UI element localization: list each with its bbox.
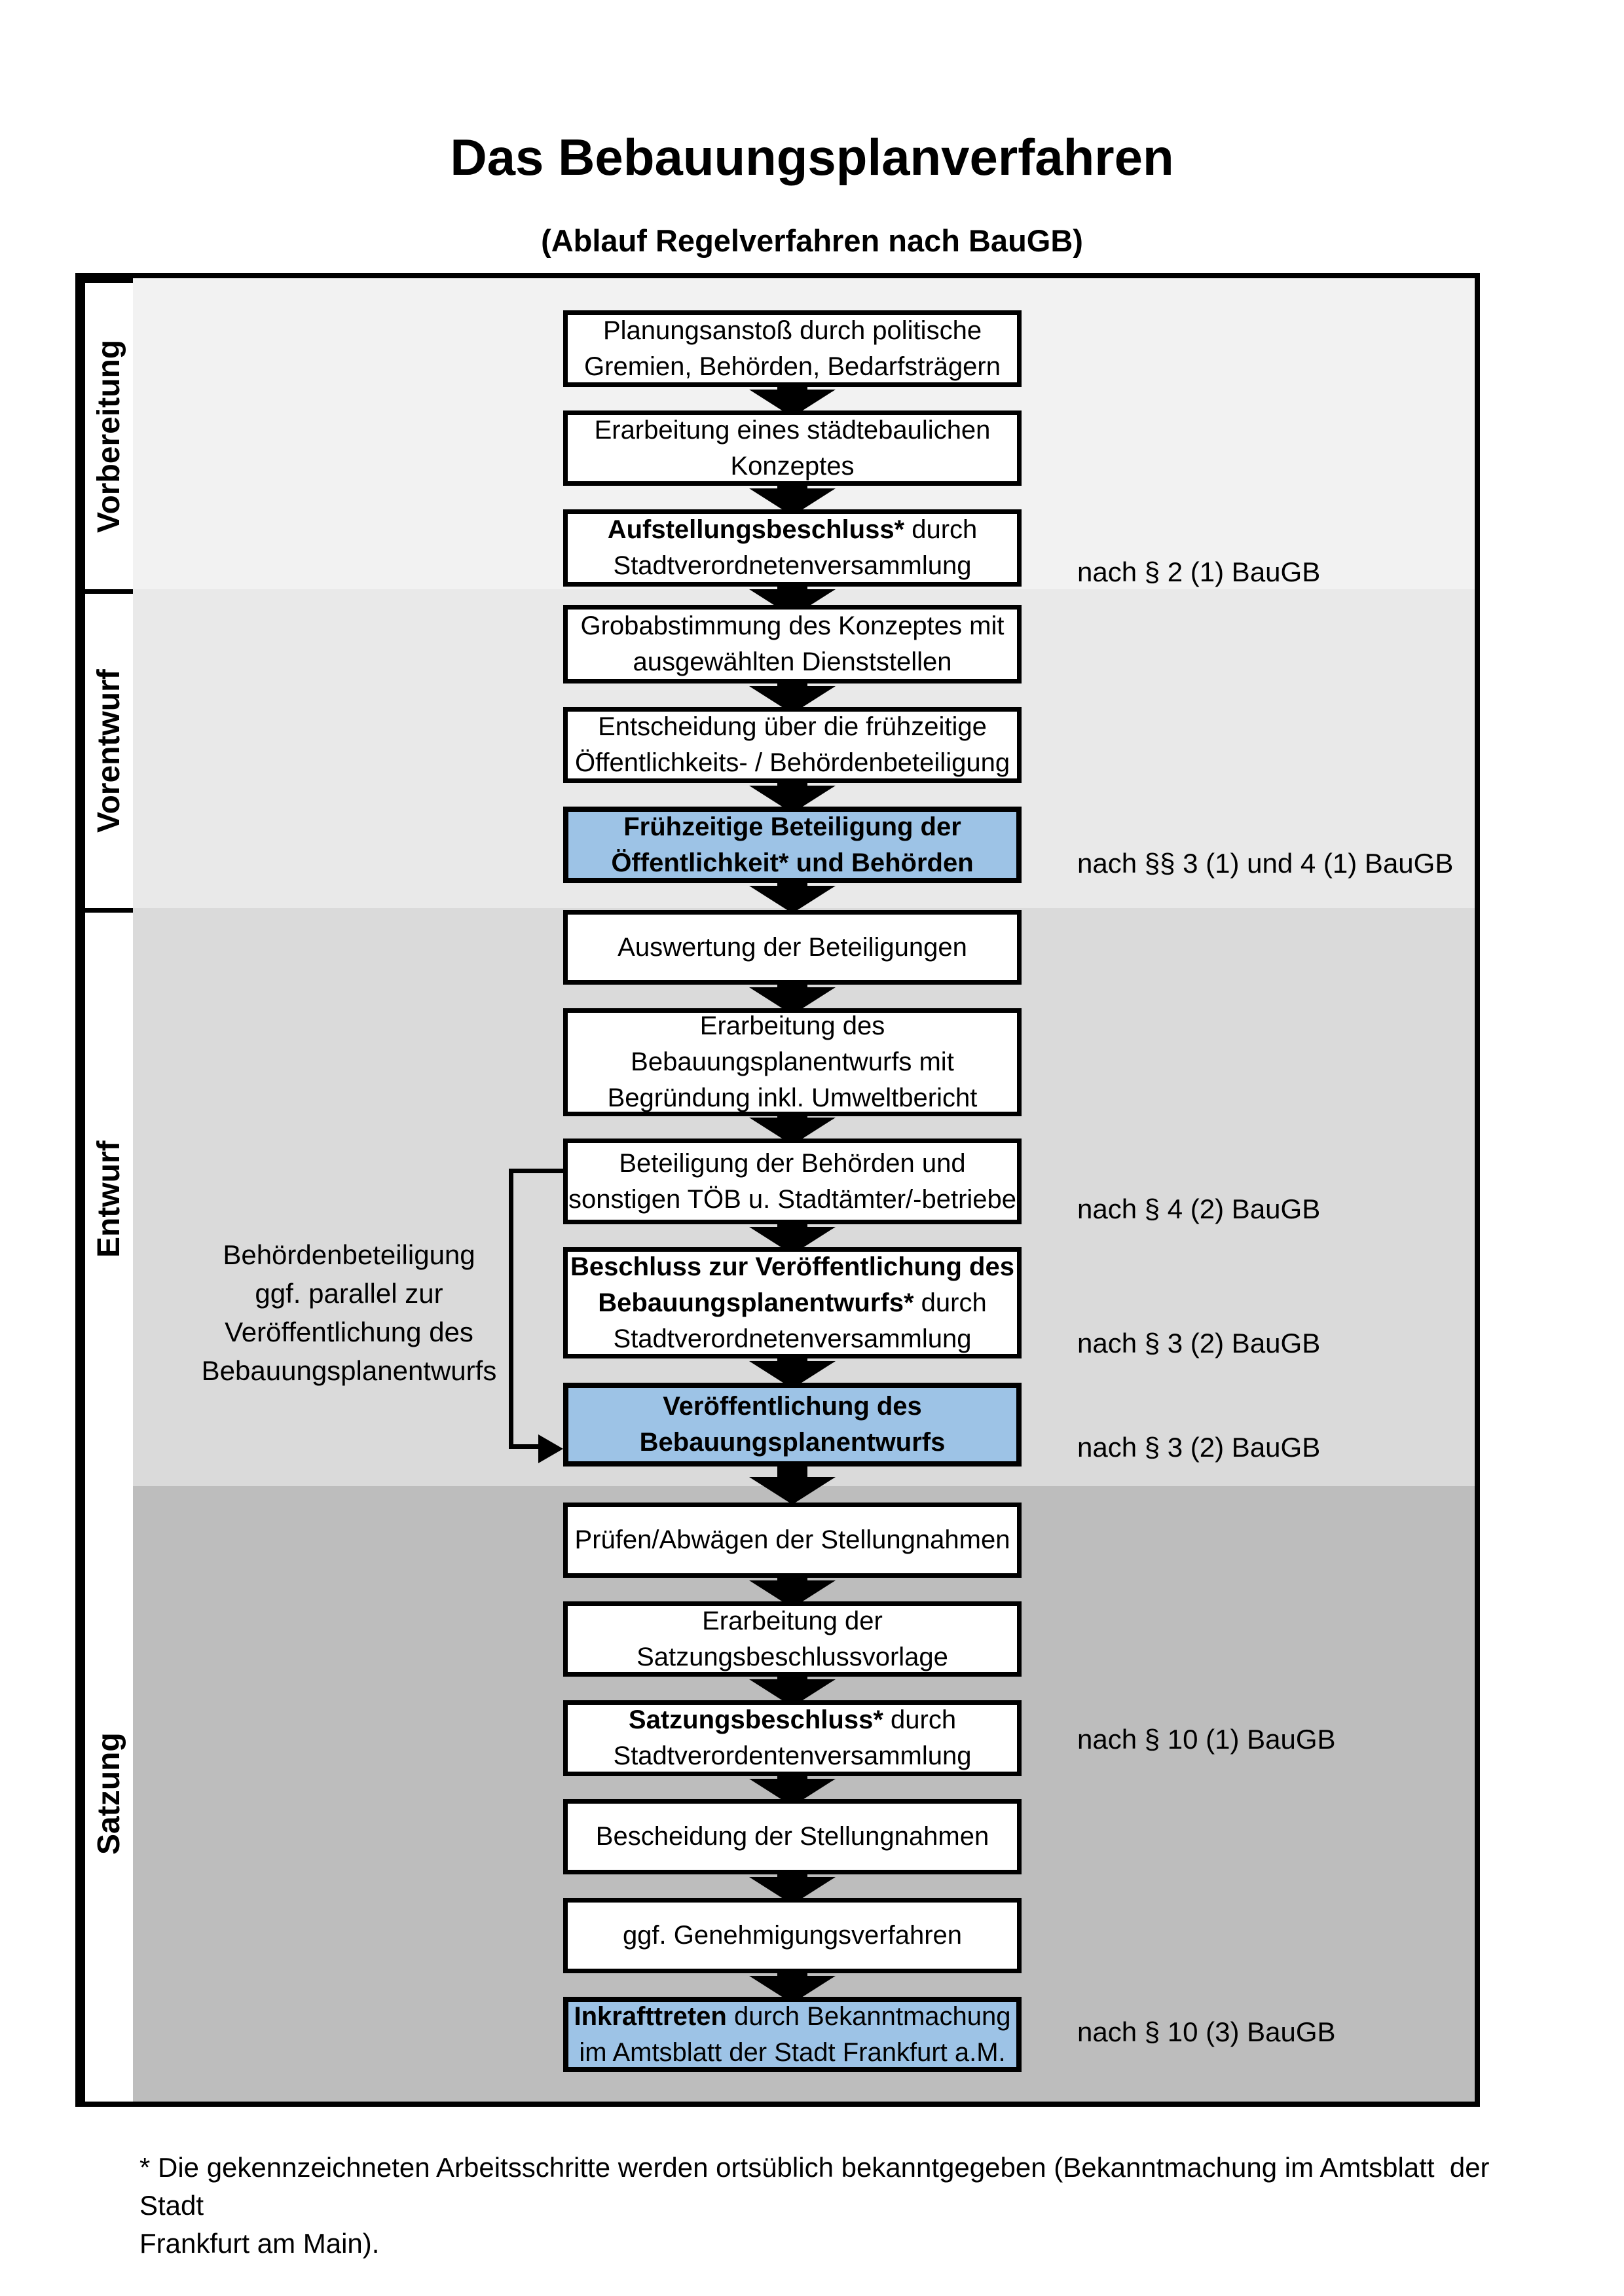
bracket-line-bottom xyxy=(509,1444,542,1449)
legal-ref-paragraph-10-1: nach § 10 (1) BauGB xyxy=(1077,1724,1336,1755)
flow-box-genehmigungsverfahren: ggf. Genehmigungsverfahren xyxy=(563,1898,1022,1973)
phase-label-vorentwurf: Vorentwurf xyxy=(81,589,133,908)
bracket-arrow-right-icon xyxy=(538,1434,563,1463)
page-subtitle: (Ablauf Regelverfahren nach BauGB) xyxy=(541,223,1083,258)
legal-ref-paragraph-3-2-b: nach § 3 (2) BauGB xyxy=(1077,1432,1321,1463)
side-note-behoerdenbeteiligung: Behördenbeteiligung ggf. parallel zur Ve… xyxy=(201,1239,497,1386)
flow-box-inkrafttreten: Inkrafttreten durch Bekanntmachung im Am… xyxy=(563,1997,1022,2072)
legal-ref-paragraph-3-4-1: nach §§ 3 (1) und 4 (1) BauGB xyxy=(1077,848,1454,879)
page-title: Das Bebauungsplanverfahren xyxy=(450,128,1174,186)
flow-box-behoerdenbeteiligung: Beteiligung der Behörden und sonstigen T… xyxy=(563,1139,1022,1224)
footnote: * Die gekennzeichneten Arbeitsschritte w… xyxy=(139,2152,1498,2259)
legal-ref-paragraph-2-1: nach § 2 (1) BauGB xyxy=(1077,556,1321,587)
phase-label-entwurf: Entwurf xyxy=(81,908,133,1486)
flow-box-satzungsbeschlussvorlage: Erarbeitung der Satzungsbeschlussvorlage xyxy=(563,1601,1022,1677)
flow-box-fruehzeitige-beteiligung: Frühzeitige Beteiligung der Öffentlichke… xyxy=(563,807,1022,883)
phase-label-vorbereitung: Vorbereitung xyxy=(81,278,133,589)
flow-box-entscheidung-beteiligung: Entscheidung über die frühzeitige Öffent… xyxy=(563,707,1022,783)
flow-box-aufstellungsbeschluss: Aufstellungsbeschluss* durch Stadtverord… xyxy=(563,509,1022,587)
legal-ref-paragraph-3-2-a: nach § 3 (2) BauGB xyxy=(1077,1328,1321,1358)
legal-ref-paragraph-10-3: nach § 10 (3) BauGB xyxy=(1077,2016,1336,2047)
legal-ref-paragraph-4-2: nach § 4 (2) BauGB xyxy=(1077,1194,1321,1224)
flow-box-bescheidung: Bescheidung der Stellungnahmen xyxy=(563,1799,1022,1874)
flow-box-veroeffentlichung: Veröffentlichung des Bebauungsplanentwur… xyxy=(563,1383,1022,1467)
flow-arrow-down-icon xyxy=(563,877,1022,913)
flow-box-satzungsbeschluss: Satzungsbeschluss* durch Stadtverordente… xyxy=(563,1700,1022,1776)
flow-box-grobabstimmung: Grobabstimmung des Konzeptes mit ausgewä… xyxy=(563,605,1022,683)
flow-box-veroeffentlichungsbeschluss: Beschluss zur Veröffentlichung des Bebau… xyxy=(563,1247,1022,1358)
flow-box-staedtebauliches-konzept: Erarbeitung eines städtebaulichen Konzep… xyxy=(563,410,1022,486)
flow-box-pruefen-abwaegen: Prüfen/Abwägen der Stellungnahmen xyxy=(563,1503,1022,1578)
flow-box-planungsanstoss: Planungsanstoß durch politische Gremien,… xyxy=(563,310,1022,387)
phase-label-satzung: Satzung xyxy=(81,1486,133,2102)
bracket-line-vertical xyxy=(509,1169,513,1449)
flow-arrow-down-icon xyxy=(563,1460,1022,1504)
bracket-line-top xyxy=(509,1169,568,1173)
flow-box-auswertung: Auswertung der Beteiligungen xyxy=(563,910,1022,985)
process-frame: Vorbereitung Vorentwurf Entwurf Satzung … xyxy=(75,273,1480,2107)
flow-box-erarbeitung-entwurf: Erarbeitung des Bebauungsplanentwurfs mi… xyxy=(563,1008,1022,1116)
